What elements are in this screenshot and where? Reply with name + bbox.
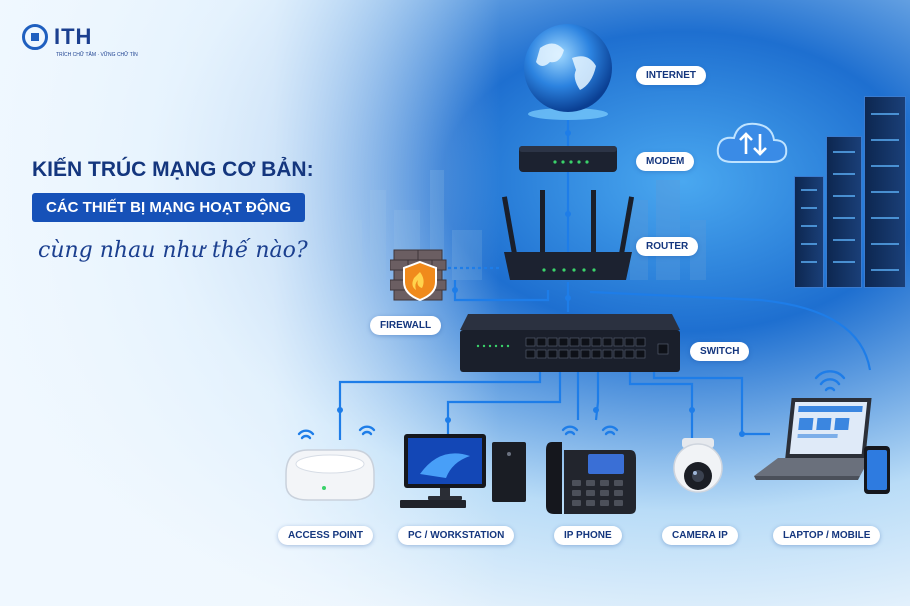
label-firewall: FIREWALL [370,316,442,335]
modem-device-icon [519,146,617,172]
ip-phone-device-icon [546,442,636,514]
brand-logo: ITH TRÍCH CHỮ TÂM · VỮNG CHỮ TÍN [22,24,138,58]
camera-ip-device-icon [673,438,723,493]
label-camera-ip: CAMERA IP [662,526,738,545]
router-device-icon [501,190,635,280]
label-laptop-mobile: LAPTOP / MOBILE [773,526,881,545]
link-switch-phone [594,370,600,421]
link-router-wifi [589,290,872,371]
label-internet: INTERNET [636,66,706,85]
globe-internet-icon [524,24,612,120]
page-subtitle: CÁC THIẾT BỊ MẠNG HOẠT ĐỘNG [32,193,305,222]
label-ip-phone: IP PHONE [554,526,622,545]
label-router: ROUTER [636,237,699,256]
chip-logo-icon [22,24,48,50]
wifi-icon-ap-left [297,429,315,440]
page-title: KIẾN TRÚC MẠNG CƠ BẢN: [32,158,314,181]
page-tagline: cùng nhau như thế nào? [38,238,308,263]
label-access-point: ACCESS POINT [278,526,374,545]
brand-name: ITH [54,24,93,49]
label-pc-workstation: PC / WORKSTATION [398,526,515,545]
switch-device-icon [460,314,680,372]
wifi-icon-phone-left [561,425,579,436]
wifi-icon-ap-right [358,425,376,436]
pc-workstation-icon [400,434,526,508]
firewall-brick-icon [390,249,447,302]
brand-tagline: TRÍCH CHỮ TÂM · VỮNG CHỮ TÍN [56,52,138,58]
cloud-sync-icon [716,122,788,163]
link-switch-pc [446,370,562,438]
access-point-device-icon [285,449,375,501]
server-racks-background [790,88,910,288]
label-modem: MODEM [636,152,695,171]
link-switch-camera [628,370,694,440]
laptop-mobile-device-icon [754,398,890,494]
wifi-icon-phone-right [601,425,619,436]
label-switch: SWITCH [690,342,750,361]
wifi-icon-laptop [814,370,846,392]
link-switch-laptop [652,370,770,436]
